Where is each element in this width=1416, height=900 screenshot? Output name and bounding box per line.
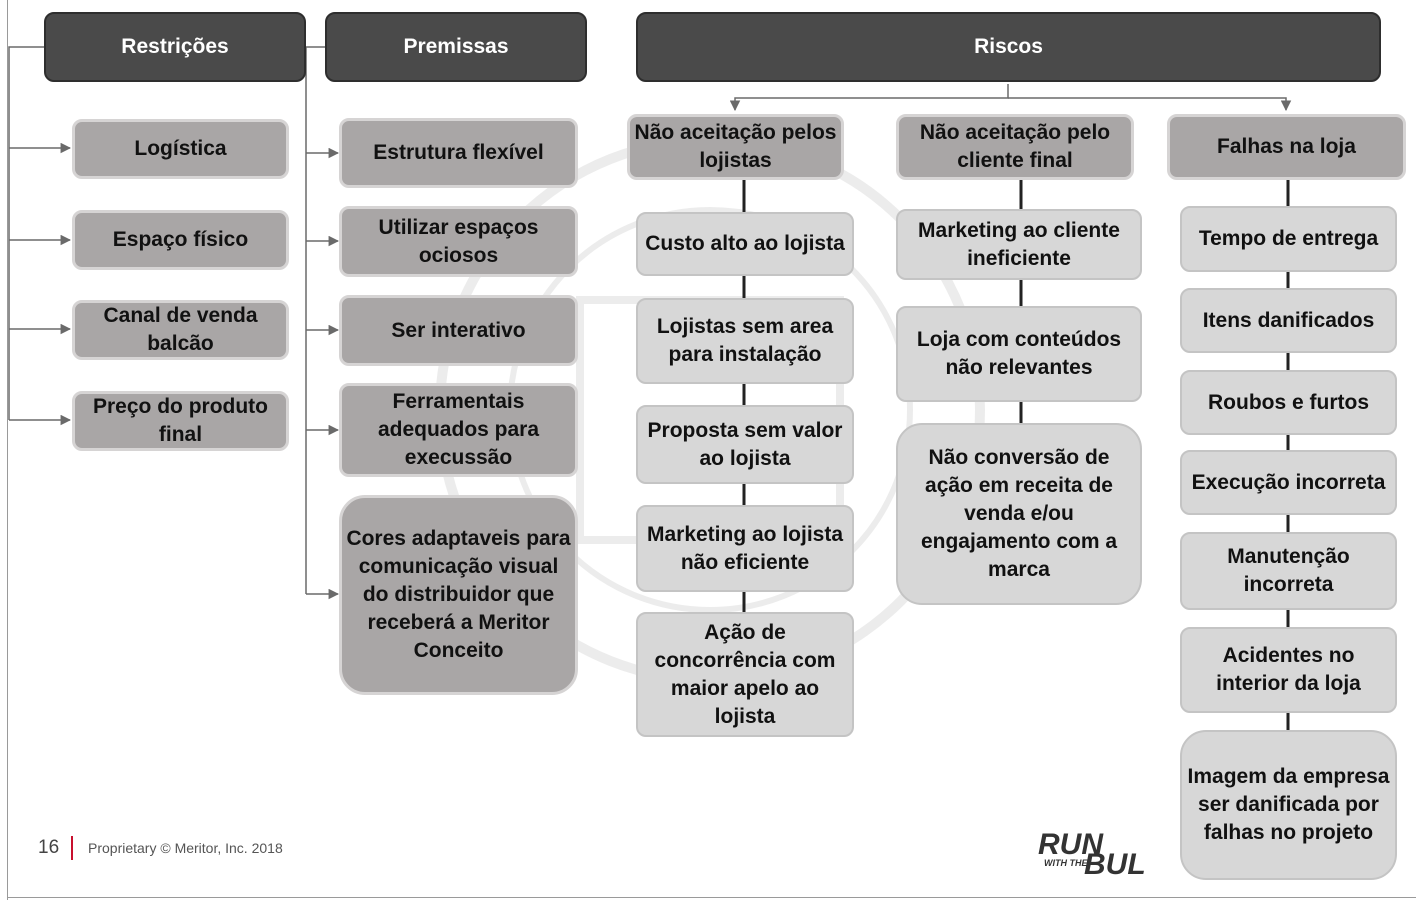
risco-tempo-entrega: Tempo de entrega bbox=[1180, 206, 1397, 272]
risco-manutencao-incorreta: Manutenção incorreta bbox=[1180, 532, 1397, 610]
risco-imagem-empresa: Imagem da empresa ser danificada por fal… bbox=[1180, 730, 1397, 880]
risco-acidentes: Acidentes no interior da loja bbox=[1180, 627, 1397, 713]
restricao-canal-venda: Canal de venda balcão bbox=[72, 300, 289, 360]
risco-nao-conversao: Não conversão de ação em receita de vend… bbox=[896, 423, 1142, 605]
restricao-espaco-fisico: Espaço físico bbox=[72, 210, 289, 270]
header-restricoes: Restrições bbox=[44, 12, 306, 82]
risco-marketing-cliente: Marketing ao cliente ineficiente bbox=[896, 209, 1142, 280]
header-riscos: Riscos bbox=[636, 12, 1381, 82]
page-number: 16 bbox=[38, 837, 60, 858]
risco-itens-danificados: Itens danificados bbox=[1180, 288, 1397, 353]
restricao-logistica: Logística bbox=[72, 119, 289, 179]
logo-small: WITH THE bbox=[1044, 858, 1088, 868]
risco-conteudos-nao-relevantes: Loja com conteúdos não relevantes bbox=[896, 306, 1142, 402]
footer-copyright: Proprietary © Meritor, Inc. 2018 bbox=[88, 840, 283, 856]
risco-roubos-furtos: Roubos e furtos bbox=[1180, 370, 1397, 435]
run-with-the-bulls-logo: RUN WITH THE BUL bbox=[1038, 828, 1146, 878]
logo-line1: RUN bbox=[1038, 828, 1104, 861]
risco-custo-alto: Custo alto ao lojista bbox=[636, 212, 854, 276]
premissa-estrutura-flexivel: Estrutura flexível bbox=[339, 118, 578, 188]
risco-marketing-lojista: Marketing ao lojista não eficiente bbox=[636, 505, 854, 592]
slide-left-edge bbox=[7, 0, 8, 900]
logo-line2: BUL bbox=[1084, 848, 1146, 878]
risco-execucao-incorreta: Execução incorreta bbox=[1180, 450, 1397, 515]
risco-nao-aceitacao-lojistas: Não aceitação pelos lojistas bbox=[627, 114, 844, 180]
restricao-preco-produto: Preço do produto final bbox=[72, 391, 289, 451]
premissa-ser-interativo: Ser interativo bbox=[339, 295, 578, 366]
slide-bottom-edge bbox=[7, 897, 1416, 898]
premissa-cores-adaptaveis: Cores adaptaveis para comunicação visual… bbox=[339, 495, 578, 695]
risco-sem-area: Lojistas sem area para instalação bbox=[636, 298, 854, 384]
premissa-ferramentais: Ferramentais adequados para execussão bbox=[339, 383, 578, 477]
footer-divider bbox=[71, 836, 73, 860]
risco-nao-aceitacao-cliente: Não aceitação pelo cliente final bbox=[896, 114, 1134, 180]
risco-proposta-sem-valor: Proposta sem valor ao lojista bbox=[636, 405, 854, 484]
header-premissas: Premissas bbox=[325, 12, 587, 82]
risco-falhas-loja: Falhas na loja bbox=[1167, 114, 1406, 180]
risco-acao-concorrencia: Ação de concorrência com maior apelo ao … bbox=[636, 612, 854, 737]
premissa-espacos-ociosos: Utilizar espaços ociosos bbox=[339, 206, 578, 277]
